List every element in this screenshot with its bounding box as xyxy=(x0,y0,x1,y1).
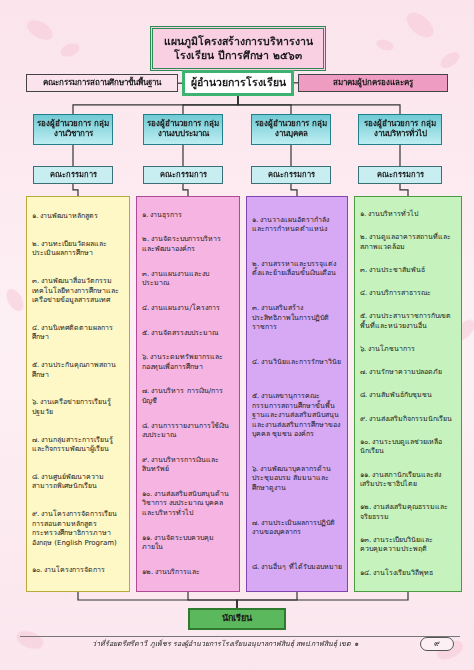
connector xyxy=(237,592,408,608)
connector xyxy=(182,145,183,166)
board-box: คณะกรรมการสถานศึกษาขั้นพื้นฐาน xyxy=(26,74,178,92)
connector xyxy=(183,184,188,196)
node-text: รองผู้อำนวยการ กลุ่มงานบุคคล xyxy=(255,119,327,140)
node-text: ๘. งานการรายงานการใช้เงินงบประมาณ xyxy=(142,422,234,441)
connector xyxy=(400,184,408,196)
node-text: ๘. งานศูนย์พัฒนาความสามารถพิเศษนักเรียน xyxy=(32,473,124,492)
node-text: ๑. งานวางแผนอัตรากำลังและการกำหนดตำแหน่ง xyxy=(252,216,342,235)
node-text: ๙. งานบริหารการเงินและสินทรัพย์ xyxy=(142,456,234,475)
node-text: ๔. งานนิเทศติดตามผลการศึกษา xyxy=(32,324,124,343)
node-text: ๒. งานดูแลอาคารสถานที่และสภาพแวดล้อม xyxy=(360,233,456,252)
node-text: คณะกรรมการสถานศึกษาขั้นพื้นฐาน xyxy=(31,78,173,88)
node-text: ๙ xyxy=(423,639,451,649)
footer-note: ว่าที่ร้อยตรีศรีคาวี ภูเพ็ชร รองผู้อำนวย… xyxy=(40,638,410,649)
node-text: คณะกรรมการ xyxy=(362,170,438,180)
node-text: ๑๓. งานระเบียบวินัยและควบคุมความประพฤติ xyxy=(360,536,456,555)
node-text: ๙. งานส่งเสริมกิจกรรมนักเรียน xyxy=(360,415,456,424)
connector xyxy=(238,96,400,114)
node-text: ๖. งานระดมทรัพยากรและกองทุนเพื่อการศึกษา xyxy=(142,353,234,372)
node-text: ๗. งานประเมินผลการปฏิบัติงานของบุคลากร xyxy=(252,519,342,538)
node-text: ผู้อำนวยการโรงเรียน xyxy=(189,76,287,90)
director-box: ผู้อำนวยการโรงเรียน xyxy=(182,70,294,96)
node-text: ๒. งานทะเบียนวัดผลและประเมินผลการศึกษา xyxy=(32,240,124,259)
node-text: ๒. งานจัดระบบการบริหารและพัฒนาองค์กร xyxy=(142,235,234,254)
node-text: ๑๐. งานระบบดูแลช่วยเหลือนักเรียน xyxy=(360,438,456,457)
connector xyxy=(73,184,78,196)
node-text: ๑. งานบริหารทั่วไป xyxy=(360,210,456,219)
connector xyxy=(183,96,238,114)
connector xyxy=(291,184,297,196)
node-text: ๔. งานบริการสาธารณะ xyxy=(360,289,456,298)
page-number-box: ๙ xyxy=(420,637,454,651)
node-text: ๓. งานประชาสัมพันธ์ xyxy=(360,266,456,275)
node-text: นักเรียน xyxy=(194,613,280,625)
connector xyxy=(72,145,73,166)
node-text: รองผู้อำนวยการ กลุ่มงานงบประมาณ xyxy=(147,119,219,140)
committee-box: คณะกรรมการ xyxy=(358,166,442,184)
node-text: ๖. งานเครือข่ายการเรียนรู้ปฐมวัย xyxy=(32,398,124,417)
deputy-box: รองผู้อำนวยการ กลุ่มงานบริหารทั่วไป xyxy=(358,114,442,145)
node-text: ๕. งานจัดสรรงบประมาณ xyxy=(142,329,234,338)
node-text: ๗. งานบริหาร การเงิน/การบัญชี xyxy=(142,387,234,406)
node-text: สมาคมผู้ปกครองและครู xyxy=(303,78,443,88)
node-text: รองผู้อำนวยการ กลุ่มงานวิชาการ xyxy=(37,119,109,140)
node-text: ๓. งานพัฒนาสื่อนวัตกรรมเทคโนโลยีทางการศึ… xyxy=(32,277,124,305)
task-column: ๑. งานบริหารทั่วไป๒. งานดูแลอาคารสถานที่… xyxy=(354,196,462,592)
committee-box: คณะกรรมการ xyxy=(143,166,223,184)
association-box: สมาคมผู้ปกครองและครู xyxy=(298,74,448,92)
task-column: ๑. งานวางแผนอัตรากำลังและการกำหนดตำแหน่ง… xyxy=(246,196,348,592)
student-box: นักเรียน xyxy=(188,608,286,630)
connector xyxy=(290,145,291,166)
node-text: แผนภูมิโครงสร้างการบริหารงานโรงเรียน ปีก… xyxy=(159,35,317,62)
node-text: ๑๑. งานสภานักเรียนและส่งเสริมประชาธิปไตย xyxy=(360,471,456,490)
node-text: ๖. งานโภชนาการ xyxy=(360,345,456,354)
node-text: ๒. งานสรรหาและบรรจุแต่งตั้งและย้ายเลื่อน… xyxy=(252,260,342,279)
connector xyxy=(399,145,400,166)
deputy-box: รองผู้อำนวยการ กลุ่มงานบุคคล xyxy=(251,114,331,145)
node-text: ๕. งานประสานราชการกับเขตพื้นที่และหน่วยง… xyxy=(360,312,456,331)
node-text: คณะกรรมการ xyxy=(255,170,327,180)
node-text: ๑๒. งานส่งเสริมคุณธรรมและจริยธรรม xyxy=(360,503,456,522)
node-text: ๑๔. งานโรงเรียนวิถีพุทธ xyxy=(360,569,456,578)
node-text: ๙. งานโครงการจัดการเรียนการสอนตามหลักสูต… xyxy=(32,510,124,548)
node-text: ๗. งานรักษาความปลอดภัย xyxy=(360,368,456,377)
node-text: ๖. งานพัฒนาบุคลากรด้านประชุมอบรม สัมมนาแ… xyxy=(252,465,342,493)
node-text: ๘. งานสัมพันธ์กับชุมชน xyxy=(360,391,456,400)
node-text: ๑๑. งานจัดระบบควบคุมภายใน xyxy=(142,534,234,553)
node-text: ๗. งานกลุ่มสาระการเรียนรู้และกิจกรรมพัฒน… xyxy=(32,436,124,455)
committee-box: คณะกรรมการ xyxy=(33,166,113,184)
footer-rule xyxy=(20,636,460,637)
node-text: ๑๐. งานส่งเสริมสนับสนุนด้านวิชาการ งบประ… xyxy=(142,490,234,518)
task-column: ๑. งานพัฒนาหลักสูตร๒. งานทะเบียนวัดผลและ… xyxy=(26,196,130,592)
connector xyxy=(78,592,237,608)
node-text: ๑๒. งานบริการและ xyxy=(142,568,234,577)
node-text: ๕. งานประกันคุณภาพสถานศึกษา xyxy=(32,361,124,380)
node-text: คณะกรรมการ xyxy=(147,170,219,180)
node-text: ๑๐. งานโครงการจัดการ xyxy=(32,566,124,575)
connector xyxy=(188,592,237,608)
node-text: ๘. งานอื่นๆ ที่ได้รับมอบหมาย xyxy=(252,563,342,572)
node-text: ๑. งานธุรการ xyxy=(142,211,234,220)
node-text: รองผู้อำนวยการ กลุ่มงานบริหารทั่วไป xyxy=(362,119,438,140)
node-text: ๑. งานพัฒนาหลักสูตร xyxy=(32,212,124,221)
connector xyxy=(73,96,238,114)
node-text: ๓. งานแผนงานและงบประมาณ xyxy=(142,270,234,289)
node-text: ๔. งานวินัยและการรักษาวินัย xyxy=(252,358,342,367)
node-text: ๕. งานเลขานุการคณะกรรมการสถานศึกษาขั้นพื… xyxy=(252,392,342,439)
node-text: ๔. งานแผนงาน/โครงการ xyxy=(142,304,234,313)
committee-box: คณะกรรมการ xyxy=(251,166,331,184)
node-text: ๓. งานเสริมสร้างประสิทธิภาพในการปฏิบัติร… xyxy=(252,304,342,332)
title-box: แผนภูมิโครงสร้างการบริหารงานโรงเรียน ปีก… xyxy=(150,26,326,71)
deputy-box: รองผู้อำนวยการ กลุ่มงานงบประมาณ xyxy=(143,114,223,145)
task-column: ๑. งานธุรการ๒. งานจัดระบบการบริหารและพัฒ… xyxy=(136,196,240,592)
deputy-box: รองผู้อำนวยการ กลุ่มงานวิชาการ xyxy=(33,114,113,145)
node-text: คณะกรรมการ xyxy=(37,170,109,180)
